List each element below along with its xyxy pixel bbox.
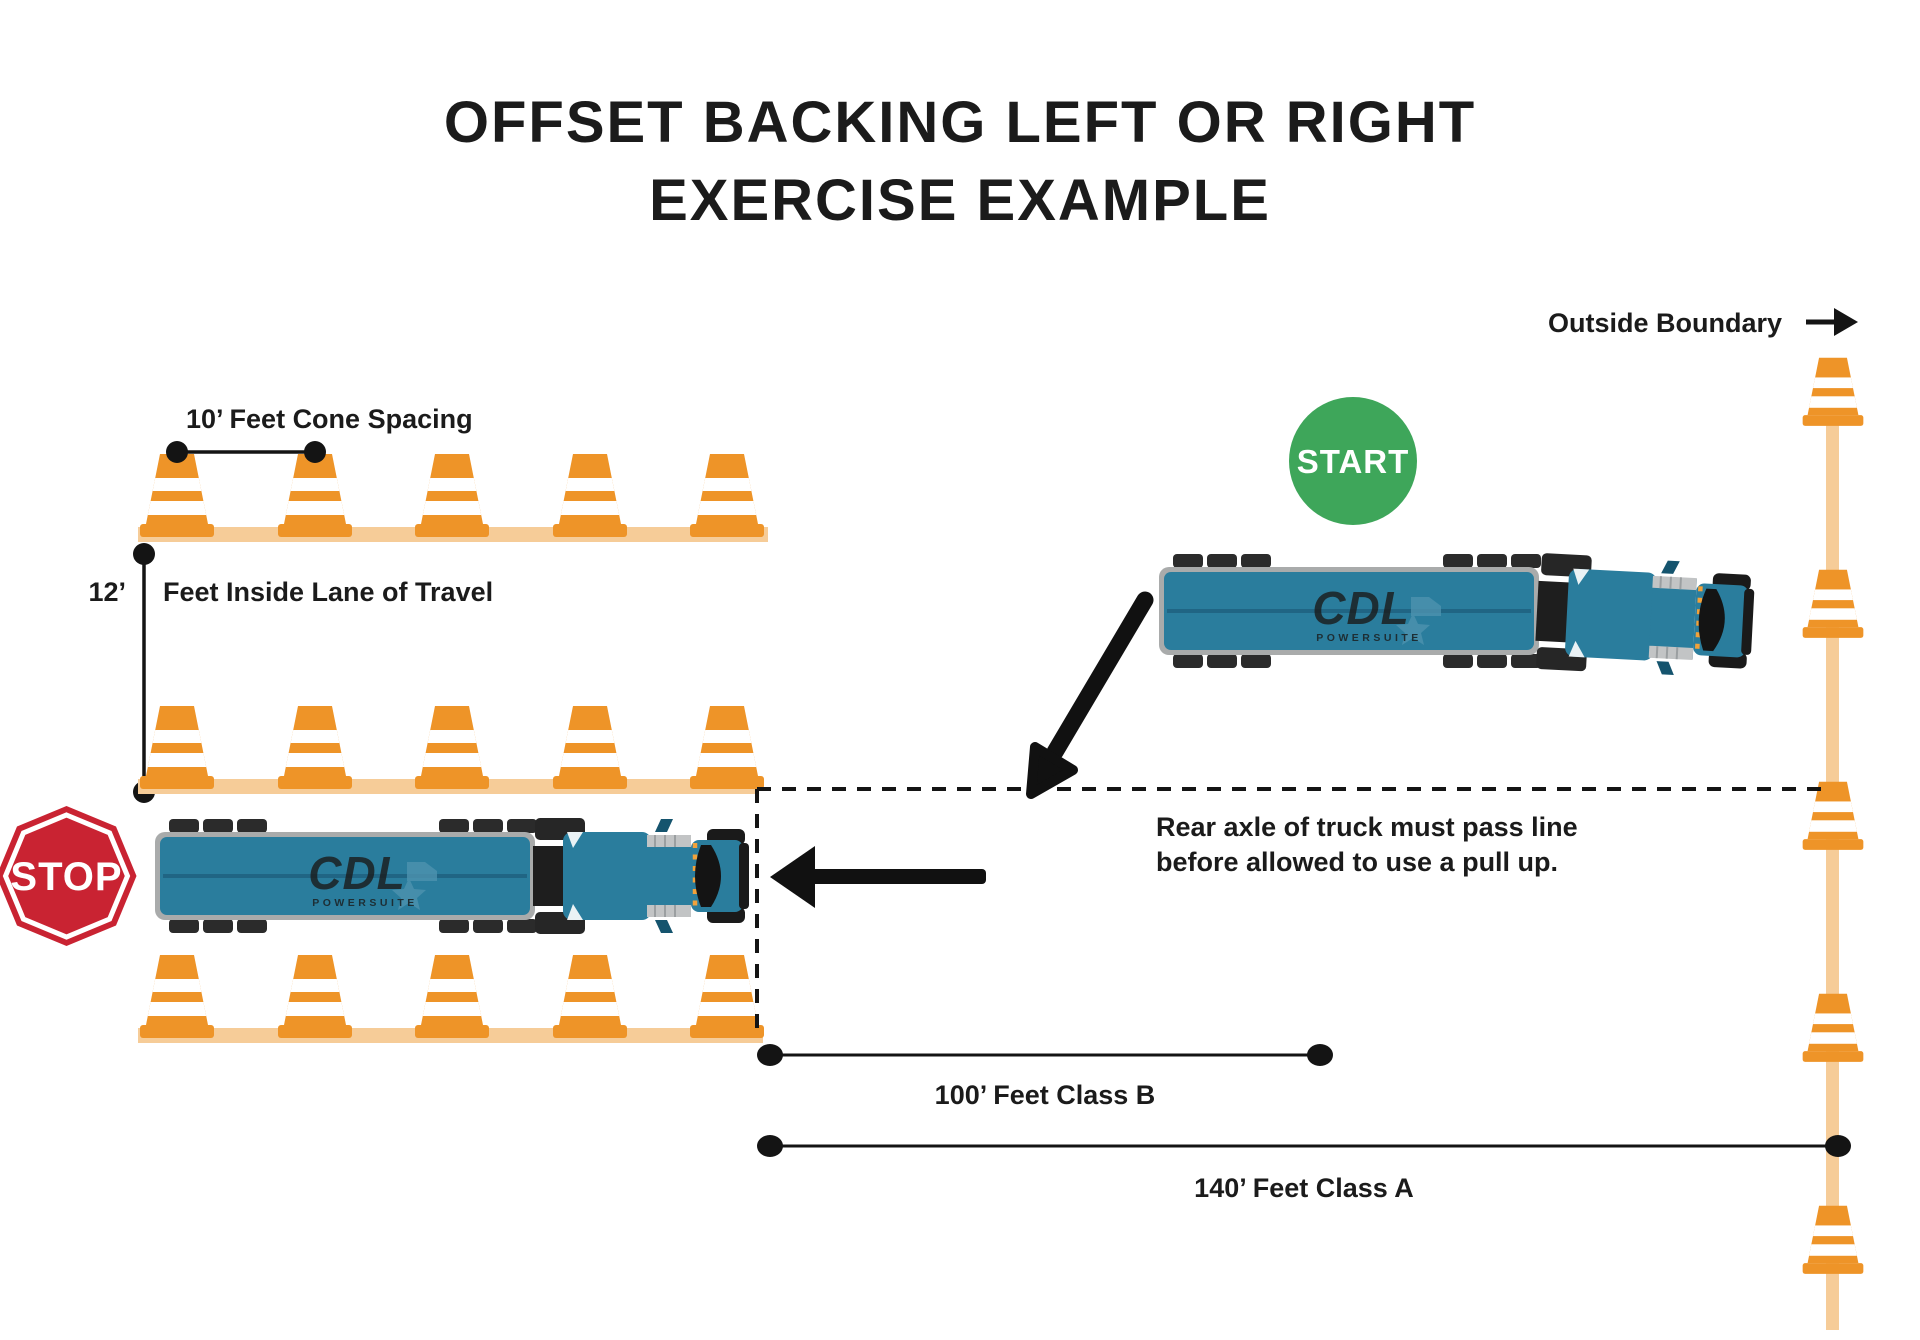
back-to-line-arrow-icon <box>1026 591 1154 799</box>
lane-width-value: 12’ <box>88 577 126 607</box>
cdl-logo: CDL POWERSUITE <box>308 847 437 910</box>
traffic-cone-icon <box>140 454 214 537</box>
lane-width-label: Feet Inside Lane of Travel <box>163 577 493 607</box>
traffic-cone-icon <box>1803 782 1864 850</box>
traffic-cone-icon <box>140 706 214 789</box>
traffic-cone-icon <box>1803 570 1864 638</box>
traffic-cone-icon <box>690 454 764 537</box>
cone-row-middle <box>138 706 764 794</box>
traffic-cone-icon <box>553 706 627 789</box>
class-b-label: 100’ Feet Class B <box>935 1080 1156 1110</box>
traffic-cone-icon <box>1803 994 1864 1062</box>
page-title: OFFSET BACKING LEFT OR RIGHT EXERCISE EX… <box>444 90 1476 233</box>
traffic-cone-icon <box>415 955 489 1038</box>
traffic-cone-icon <box>1803 1206 1864 1274</box>
traffic-cone-icon <box>690 955 764 1038</box>
backing-direction-arrow-icon <box>770 846 986 908</box>
stop-sign: STOP <box>0 806 137 946</box>
rear-axle-note-line-2: before allowed to use a pull up. <box>1156 847 1558 877</box>
traffic-cone-icon <box>415 706 489 789</box>
traffic-cone-icon <box>1803 358 1864 426</box>
traffic-cone-icon <box>278 706 352 789</box>
traffic-cone-icon <box>553 955 627 1038</box>
rear-axle-note: Rear axle of truck must pass line before… <box>1156 812 1578 877</box>
start-badge: START <box>1289 397 1417 525</box>
measure-140ft: 140’ Feet Class A <box>757 1135 1851 1203</box>
title-line-1: OFFSET BACKING LEFT OR RIGHT <box>444 90 1476 155</box>
title-line-2: EXERCISE EXAMPLE <box>649 168 1271 233</box>
cone-row-top <box>138 454 768 542</box>
dashed-lane-extension <box>755 787 1826 1036</box>
start-badge-label: START <box>1297 443 1410 480</box>
cdl-logo-brand: CDL <box>1312 582 1410 634</box>
measure-10ft: 10’ Feet Cone Spacing <box>166 404 473 463</box>
stop-sign-label: STOP <box>10 855 122 899</box>
truck-stop: CDL POWERSUITE <box>155 818 749 934</box>
class-a-label: 140’ Feet Class A <box>1194 1173 1414 1203</box>
outside-boundary-line <box>1803 358 1864 1330</box>
rear-axle-note-line-1: Rear axle of truck must pass line <box>1156 812 1578 842</box>
cdl-logo-sub: POWERSUITE <box>1316 632 1422 644</box>
cdl-logo-brand: CDL <box>308 847 406 899</box>
outside-boundary-label-group: Outside Boundary <box>1548 308 1858 338</box>
traffic-cone-icon <box>690 706 764 789</box>
outside-boundary-label: Outside Boundary <box>1548 308 1782 338</box>
traffic-cone-icon <box>553 454 627 537</box>
cdl-logo-sub: POWERSUITE <box>312 897 418 909</box>
traffic-cone-icon <box>278 955 352 1038</box>
cone-row-bottom <box>138 955 764 1043</box>
right-arrow-icon <box>1806 308 1858 336</box>
tractor <box>533 818 749 934</box>
measure-12ft: 12’ Feet Inside Lane of Travel <box>88 543 493 803</box>
tractor <box>1535 553 1755 676</box>
traffic-cone-icon <box>278 454 352 537</box>
cone-spacing-label: 10’ Feet Cone Spacing <box>186 404 473 434</box>
truck-start: CDL POWERSUITE <box>1159 553 1755 676</box>
measure-100ft: 100’ Feet Class B <box>757 1044 1333 1110</box>
cdl-logo: CDL POWERSUITE <box>1312 582 1441 645</box>
traffic-cone-icon <box>140 955 214 1038</box>
traffic-cone-icon <box>415 454 489 537</box>
